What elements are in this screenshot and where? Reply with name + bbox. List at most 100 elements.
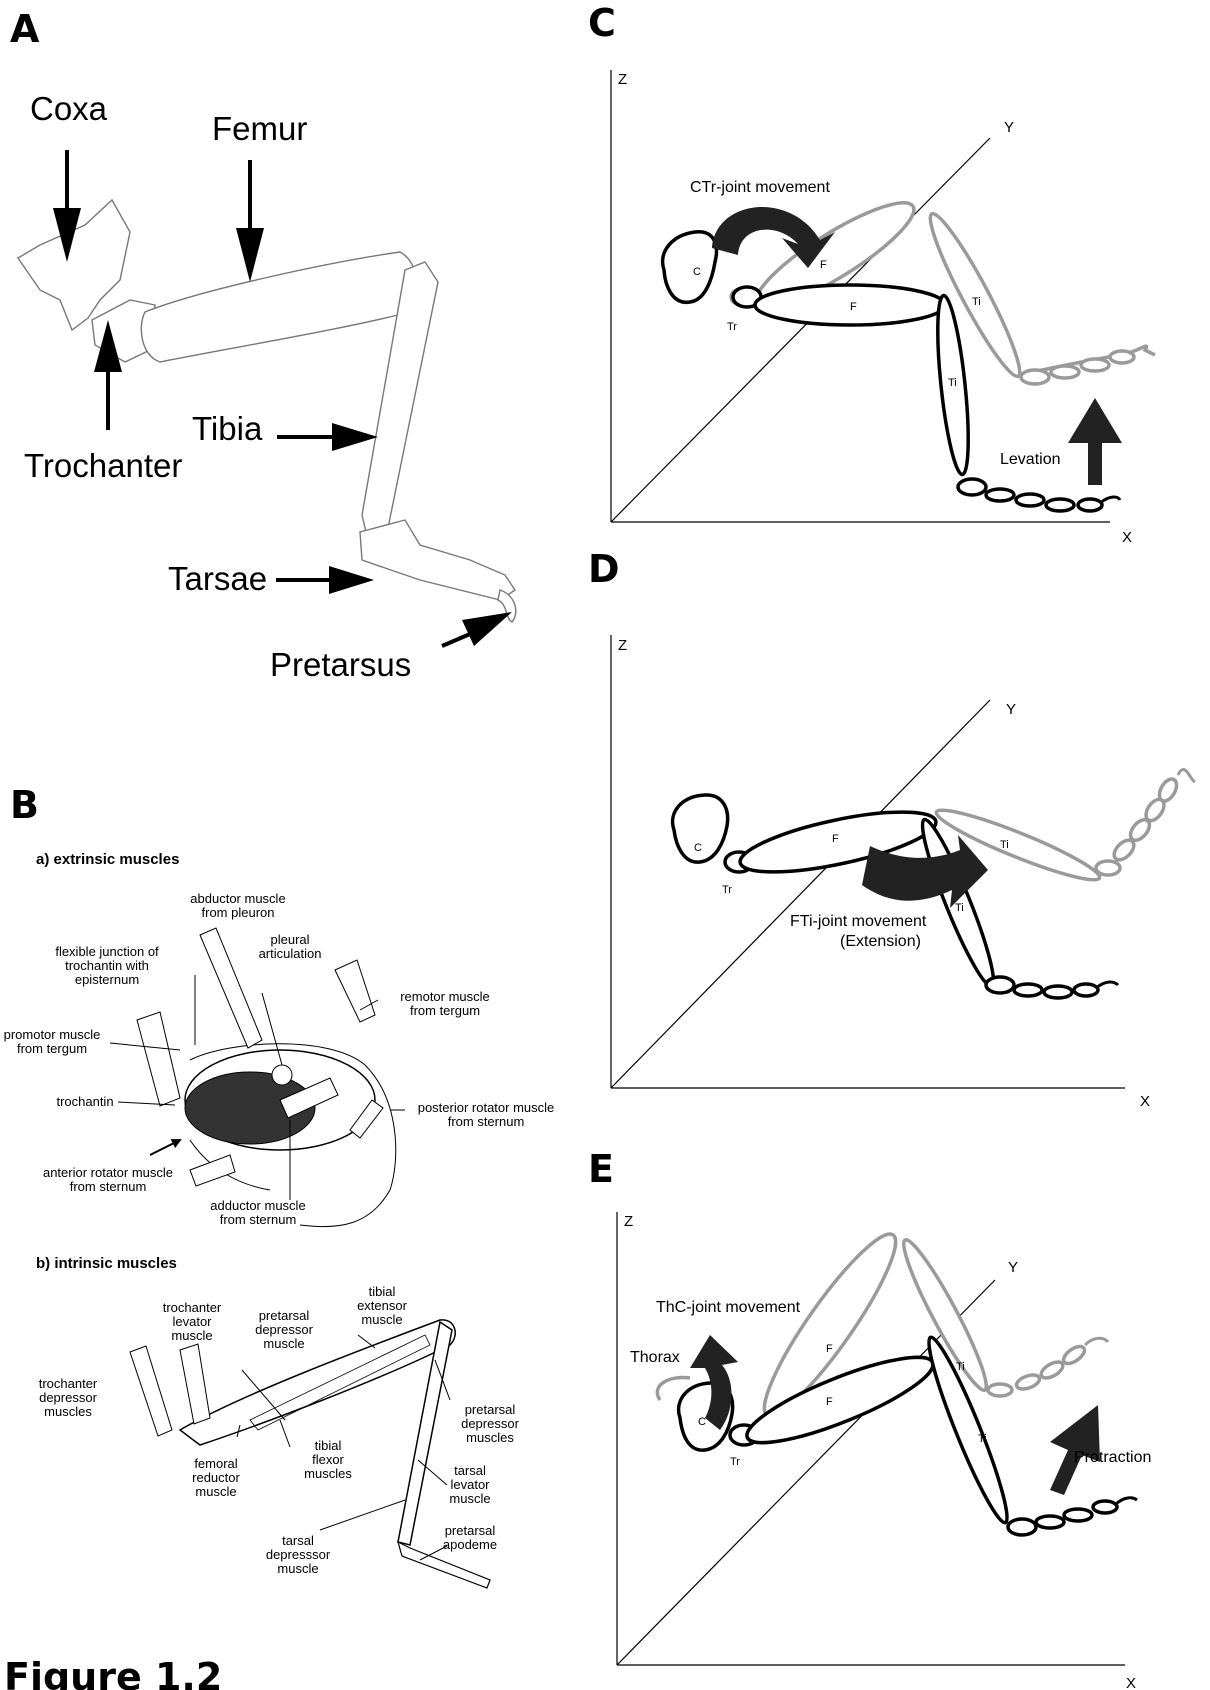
extrinsic-diagram: [110, 928, 405, 1227]
axis-x-e: X: [1126, 1675, 1136, 1690]
panel-a: A Coxa Femur Tibia Trochanter Tarsae Pre…: [10, 7, 516, 683]
leg-sketch: [18, 200, 516, 622]
lbl-pre-deps-1: pretarsal: [465, 1402, 516, 1417]
anterior-rotator-muscle: [190, 1155, 235, 1186]
lbl-promotor-2: from tergum: [17, 1041, 87, 1056]
lbl-pre-apo-1: pretarsal: [445, 1523, 496, 1538]
lbl-pre-dep-2: depressor: [255, 1322, 313, 1337]
thc-movement-label: ThC-joint movement: [656, 1299, 801, 1316]
seg-troch-c: Tr: [727, 321, 737, 333]
axis-x-d: X: [1140, 1093, 1150, 1110]
lbl-tib-ext-1: tibial: [369, 1284, 396, 1299]
seg-tibia-moved-e: Ti: [956, 1361, 965, 1373]
panel-c-letter: C: [588, 1, 616, 45]
intrinsic-heading: b) intrinsic muscles: [36, 1255, 177, 1272]
lbl-tar-dep-2: depresssor: [266, 1547, 331, 1562]
abductor-muscle: [200, 928, 262, 1048]
extrinsic-heading: a) extrinsic muscles: [36, 851, 179, 868]
lbl-troch-dep-3: muscles: [44, 1404, 92, 1419]
remotor-muscle: [335, 960, 375, 1022]
axis-z-d: Z: [618, 637, 627, 654]
ctr-movement-label: CTr-joint movement: [690, 179, 830, 196]
pleural-articulation-point: [272, 1065, 292, 1085]
panel-a-letter: A: [10, 7, 40, 51]
seg-femur-e: F: [826, 1396, 833, 1408]
lbl-fem-red-2: reductor: [192, 1470, 240, 1485]
lbl-troch-lev-2: levator: [172, 1314, 212, 1329]
label-tibia: Tibia: [192, 410, 263, 447]
lbl-abductor-1: abductor muscle: [190, 891, 285, 906]
axis-y-e: Y: [1008, 1259, 1018, 1276]
panel-b: B a) extrinsic muscles: [4, 783, 555, 1690]
seg-tibia-c: Ti: [948, 377, 957, 389]
lbl-pre-deps-3: muscles: [466, 1430, 514, 1445]
lbl-adductor-1: adductor muscle: [210, 1198, 305, 1213]
lbl-pleural-1: pleural: [270, 932, 309, 947]
panel-c: C Z Y X: [588, 1, 1155, 546]
lbl-tib-ext-2: extensor: [357, 1298, 408, 1313]
label-trochanter: Trochanter: [24, 447, 182, 484]
lbl-tar-lev-2: levator: [450, 1477, 490, 1492]
fti-movement-label-2: (Extension): [840, 933, 921, 950]
lbl-fem-red-3: muscle: [195, 1484, 236, 1499]
troch-levator: [180, 1344, 210, 1424]
lbl-tar-lev-1: tarsal: [454, 1463, 486, 1478]
lbl-remotor-2: from tergum: [410, 1003, 480, 1018]
figure-caption: Figure 1.2: [4, 1655, 222, 1690]
seg-coxa-c: C: [693, 266, 701, 278]
label-pretarsus: Pretarsus: [270, 646, 411, 683]
lbl-tar-lev-3: muscle: [449, 1491, 490, 1506]
lbl-flex-1: flexible junction of: [55, 944, 159, 959]
axis-y-d: Y: [1006, 701, 1016, 718]
lbl-troch-dep-1: trochanter: [39, 1376, 98, 1391]
seg-coxa-e: C: [698, 1416, 706, 1428]
seg-tibia-e: Ti: [978, 1433, 987, 1445]
fti-movement-label-1: FTi-joint movement: [790, 913, 927, 930]
protraction-label: Protraction: [1074, 1449, 1151, 1466]
axis-x-c: X: [1122, 529, 1132, 546]
troch-depressor: [130, 1346, 172, 1436]
seg-femur-moved-c: F: [820, 259, 827, 271]
thorax-label: Thorax: [630, 1349, 680, 1366]
lbl-troch-dep-2: depressor: [39, 1390, 97, 1405]
lbl-anterior-2: from sternum: [70, 1179, 147, 1194]
lbl-tib-flex-2: flexor: [312, 1452, 344, 1467]
panel-e: E Z Y X: [588, 1147, 1151, 1690]
lbl-pre-apo-2: apodeme: [443, 1537, 497, 1552]
lbl-flex-2: trochantin with: [65, 958, 149, 973]
seg-femur-moved-e: F: [826, 1343, 833, 1355]
lbl-tib-ext-3: muscle: [361, 1312, 402, 1327]
lbl-pleural-2: articulation: [259, 946, 322, 961]
axis-z-e: Z: [624, 1213, 633, 1230]
panel-d-letter: D: [588, 547, 620, 591]
lbl-pre-deps-2: depressor: [461, 1416, 519, 1431]
panel-e-letter: E: [588, 1147, 614, 1191]
seg-troch-d: Tr: [722, 884, 732, 896]
label-femur: Femur: [212, 110, 307, 147]
seg-femur-c: F: [850, 301, 857, 313]
seg-coxa-d: C: [694, 842, 702, 854]
lbl-troch-lev-1: trochanter: [163, 1300, 222, 1315]
lbl-tib-flex-3: muscles: [304, 1466, 352, 1481]
lbl-promotor-1: promotor muscle: [4, 1027, 101, 1042]
seg-tibia-moved-d: Ti: [1000, 839, 1009, 851]
levation-label: Levation: [1000, 451, 1061, 468]
lbl-fem-red-1: femoral: [194, 1456, 237, 1471]
lbl-tar-dep-1: tarsal: [282, 1533, 314, 1548]
femur-outline: [180, 1320, 455, 1445]
lbl-anterior-1: anterior rotator muscle: [43, 1165, 173, 1180]
lbl-tar-dep-3: muscle: [277, 1561, 318, 1576]
label-coxa: Coxa: [30, 90, 108, 127]
axis-z-c: Z: [618, 71, 627, 88]
lbl-tib-flex-1: tibial: [315, 1438, 342, 1453]
lbl-adductor-2: from sternum: [220, 1212, 297, 1227]
tarsae-shape: [360, 520, 515, 600]
panel-b-letter: B: [10, 783, 39, 827]
seg-femur-d: F: [832, 833, 839, 845]
seg-tibia-d: Ti: [955, 902, 964, 914]
panel-d: D Z Y X C T: [588, 547, 1195, 1110]
lbl-flex-3: episternum: [75, 972, 139, 987]
arrow-pretarsus: [442, 634, 470, 646]
label-tarsae: Tarsae: [168, 560, 267, 597]
